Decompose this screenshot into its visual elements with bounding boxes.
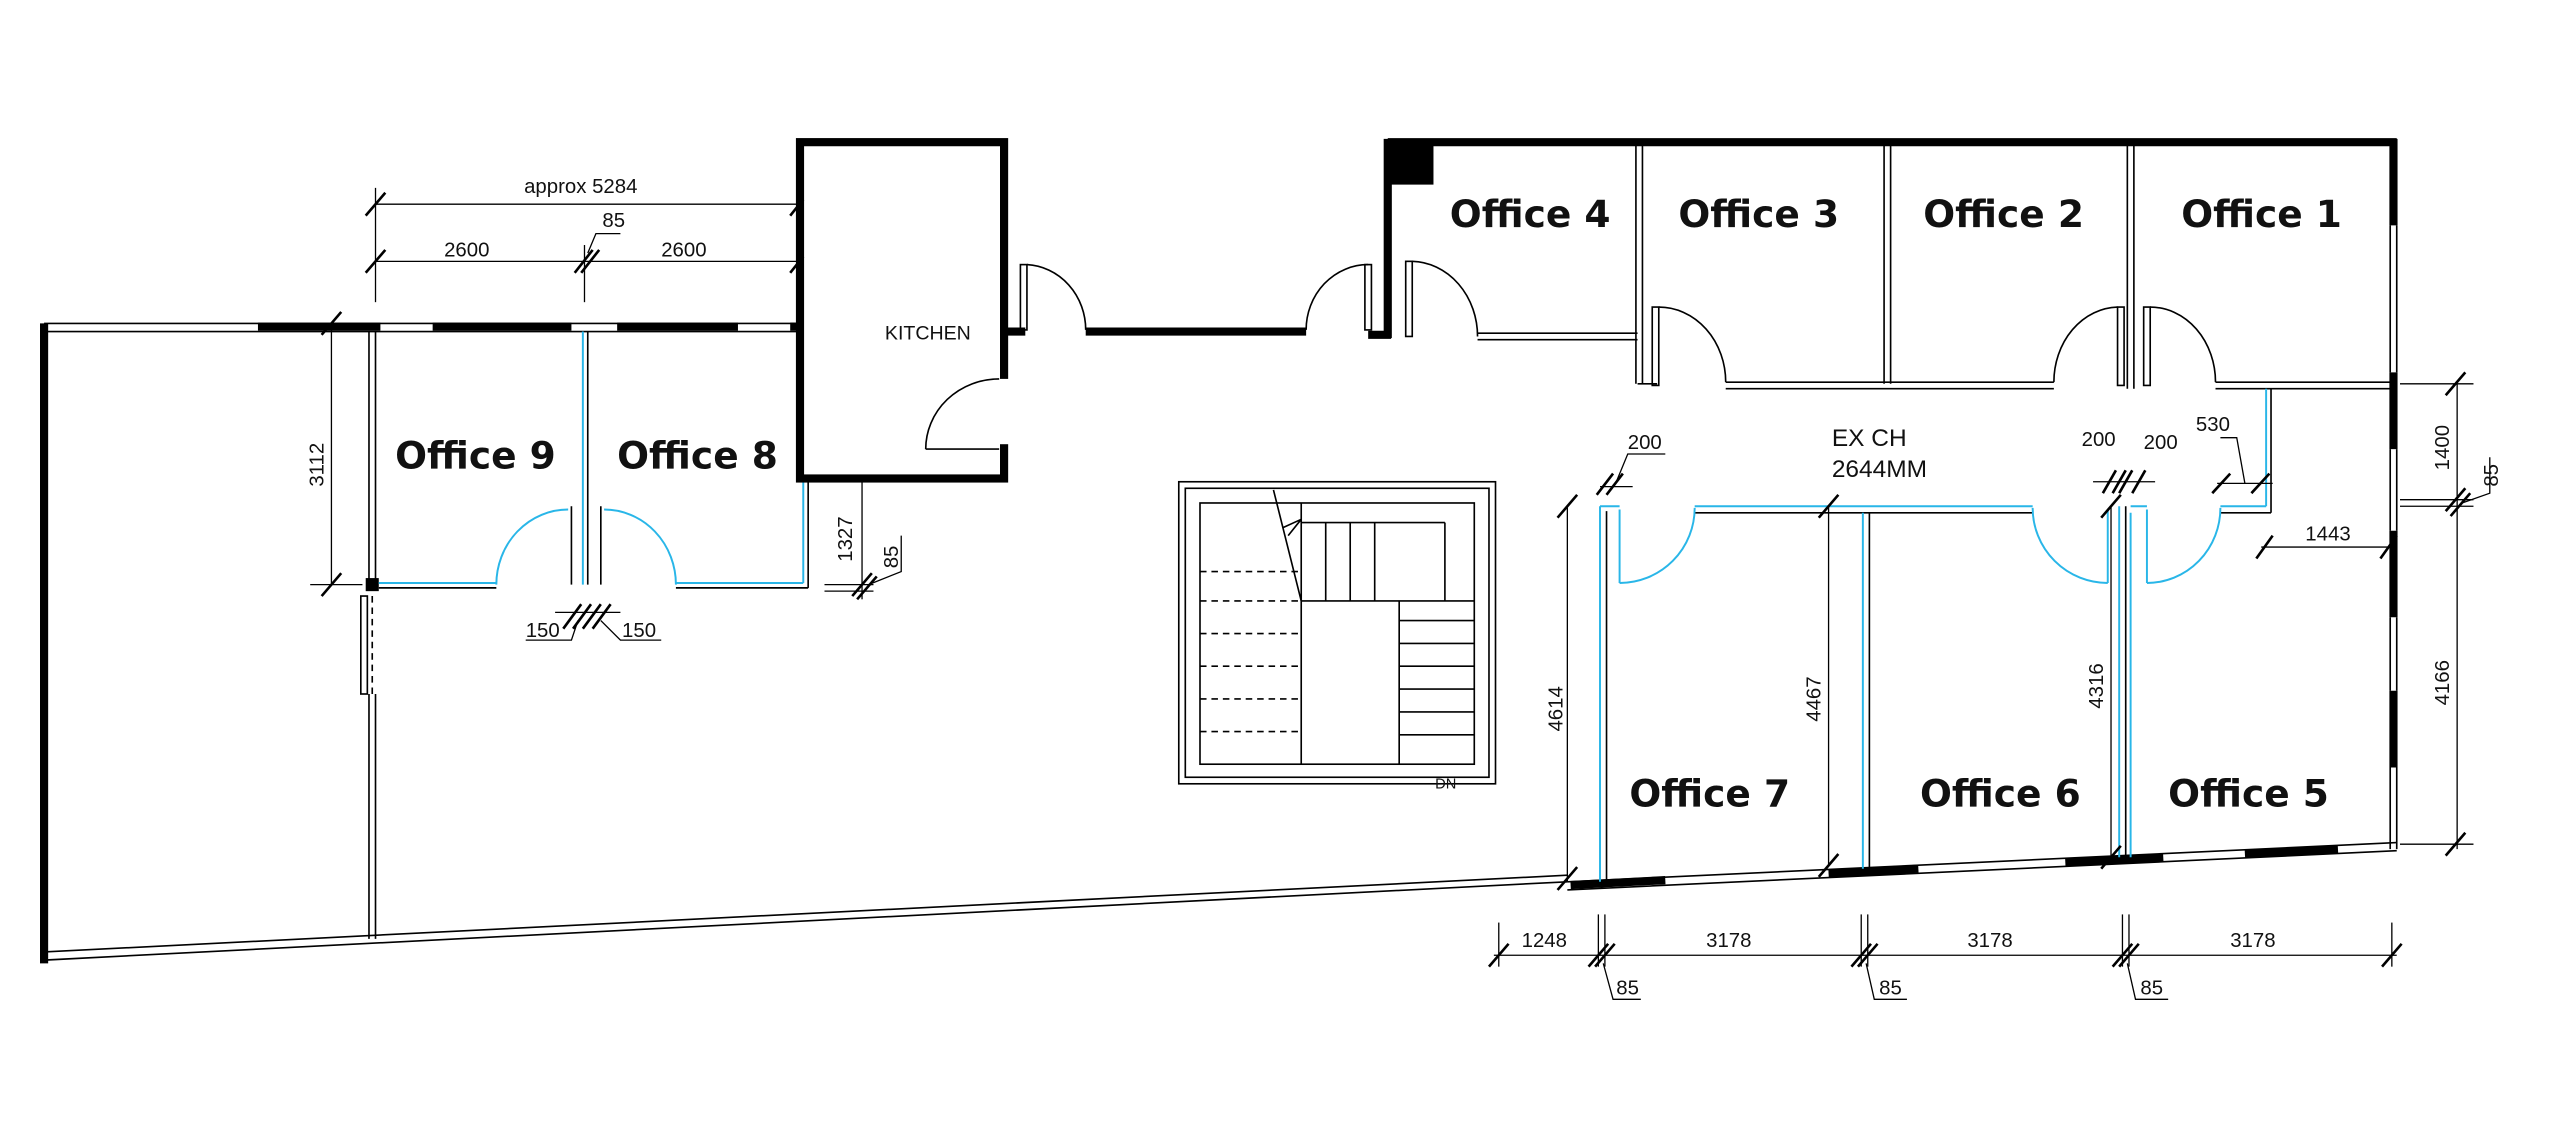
dim-1400: 1400 [2432, 425, 2454, 470]
stair-dn-label: DN [1435, 777, 1456, 793]
room-label-office-2: Office 2 [1923, 192, 2084, 236]
dim-approx-5284: approx 5284 [524, 176, 637, 198]
lower-offices-glass-partitions [1599, 388, 2272, 882]
staircase: DN [1177, 480, 1497, 793]
right-wing-walls [1383, 138, 2398, 891]
dim-85: 85 [2481, 464, 2503, 487]
dim-150: 150 [622, 620, 656, 642]
room-labels: Office 9 Office 8 KITCHEN Office 4 Offic… [395, 192, 2342, 816]
dim-1248: 1248 [1522, 930, 1567, 952]
ceiling-height-label: EX CH [1832, 425, 1907, 452]
dim-4467: 4467 [1803, 676, 1825, 721]
office-9-door-swing [495, 508, 569, 585]
dim-1443: 1443 [2305, 524, 2350, 546]
room-label-office-9: Office 9 [395, 434, 556, 478]
room-label-office-8: Office 8 [617, 434, 778, 478]
room-label-office-4: Office 4 [1450, 192, 1611, 236]
ceiling-height-value: 2644MM [1832, 456, 1927, 483]
dim-1327: 1327 [835, 516, 857, 561]
room-label-kitchen: KITCHEN [885, 323, 971, 345]
dim-85: 85 [2140, 977, 2163, 999]
dim-200: 200 [2082, 429, 2116, 451]
room-label-office-5: Office 5 [2168, 772, 2329, 816]
dim-3178: 3178 [1706, 930, 1751, 952]
dim-3112: 3112 [306, 443, 328, 487]
dim-4166: 4166 [2432, 660, 2454, 705]
dim-200: 200 [2144, 432, 2178, 454]
kitchen-walls [795, 138, 1392, 483]
room-label-office-3: Office 3 [1678, 192, 1839, 236]
stair-direction-arrow [1272, 489, 1303, 602]
dim-530: 530 [2196, 414, 2230, 436]
left-wing-walls [40, 322, 1568, 964]
dim-200: 200 [1628, 432, 1662, 454]
dim-85: 85 [602, 210, 625, 232]
dim-85: 85 [1616, 977, 1639, 999]
stair-treads [1200, 521, 1475, 736]
kitchen-door-swing [924, 378, 1000, 450]
dim-150: 150 [526, 620, 560, 642]
room-label-office-7: Office 7 [1629, 772, 1790, 816]
office-8-door-swing [604, 508, 677, 585]
dim-4614: 4614 [1545, 686, 1567, 731]
room-label-office-6: Office 6 [1920, 772, 2081, 816]
room-label-office-1: Office 1 [2181, 192, 2342, 236]
dim-85: 85 [1879, 977, 1902, 999]
dim-3178: 3178 [2230, 930, 2275, 952]
dim-4316: 4316 [2086, 663, 2108, 708]
dimension-lines [310, 187, 2491, 1000]
dim-2600: 2600 [661, 239, 706, 261]
dim-2600: 2600 [444, 239, 489, 261]
dim-3178: 3178 [1967, 930, 2012, 952]
dim-85: 85 [881, 546, 903, 569]
office-8-9-glass-partitions [378, 331, 809, 589]
dimension-labels: approx 5284 85 2600 2600 3112 1327 85 15… [306, 176, 2503, 1000]
door-swing [1026, 263, 1087, 330]
